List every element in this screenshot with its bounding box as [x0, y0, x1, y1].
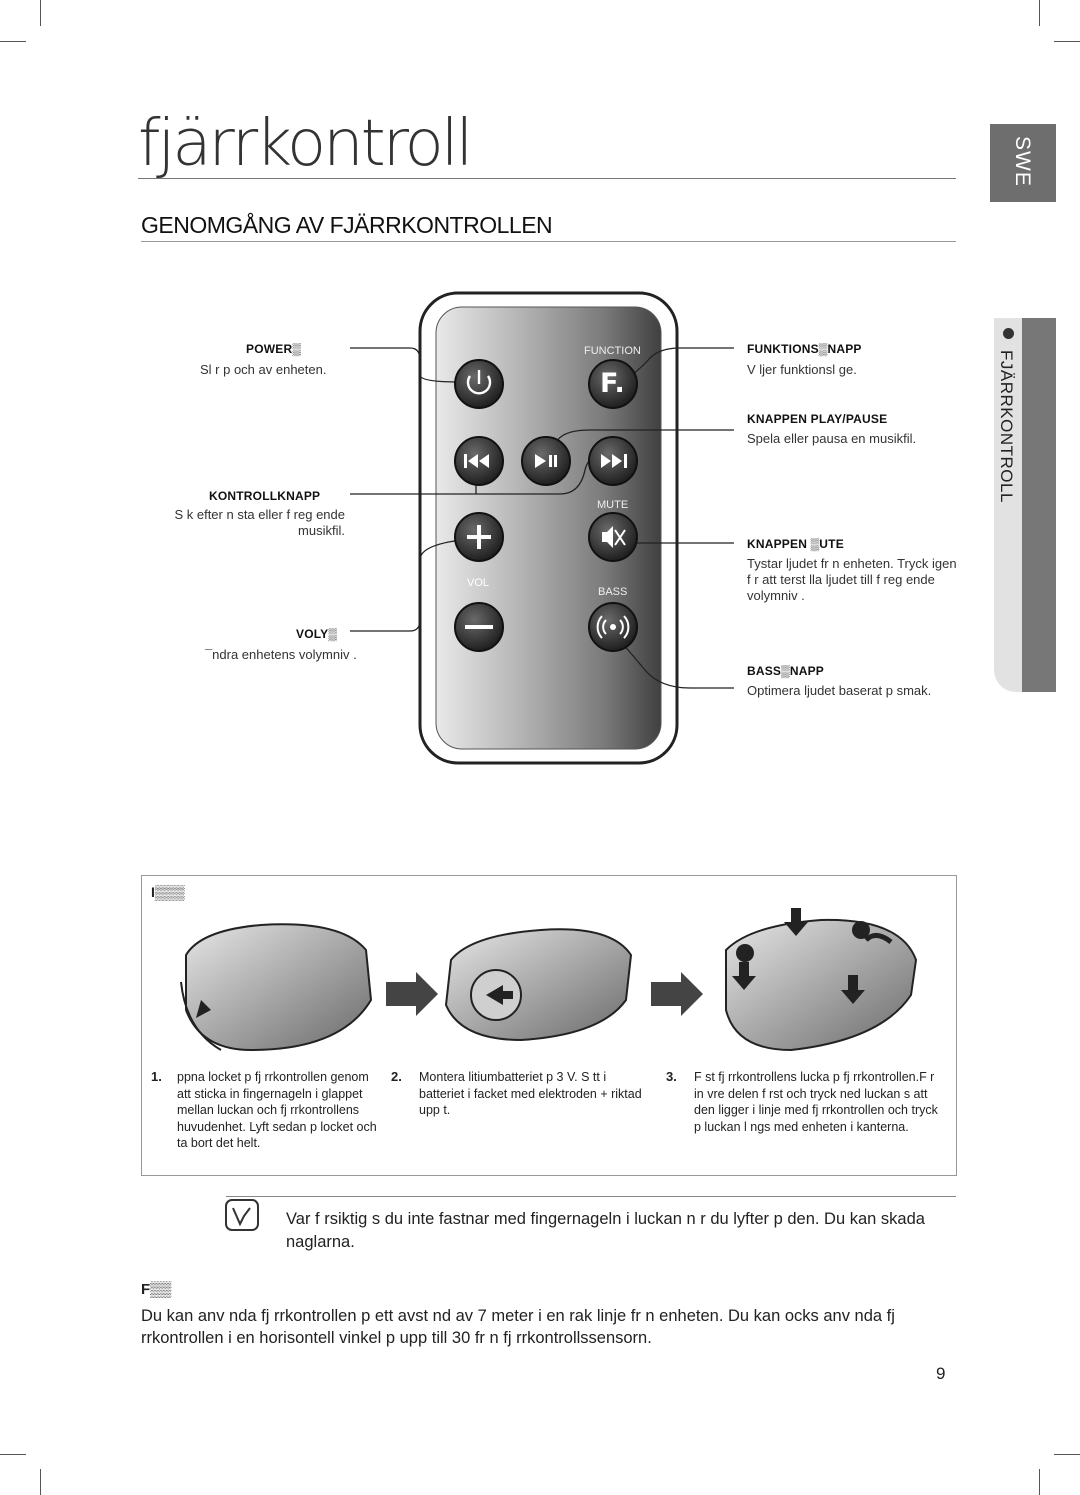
bass-callout-heading: BASS▒NAPP	[747, 664, 824, 678]
battery-install-box	[141, 875, 957, 1176]
arrow-right-icon	[386, 972, 438, 1016]
power-callout-heading: POWER▒	[246, 342, 302, 356]
battery-step2-image	[444, 928, 633, 1042]
battery-step1-image	[180, 923, 373, 1052]
mute-callout-text: Tystar ljudet fr n enheten. Tryck igen f…	[747, 556, 957, 603]
previous-button[interactable]	[454, 436, 504, 486]
crop-mark	[0, 41, 26, 42]
language-tab: SWE	[990, 124, 1056, 202]
arrow-right-icon	[651, 972, 703, 1016]
title-divider	[138, 178, 956, 179]
page-title: fjärrkontroll	[138, 107, 473, 181]
mute-callout-heading: KNAPPEN ▒UTE	[747, 537, 844, 551]
volume-down-button[interactable]	[454, 602, 504, 652]
chapter-tab-label: FJÄRRKONTROLL	[997, 350, 1016, 503]
function-button-glyph: F.	[600, 368, 625, 399]
bass-button[interactable]	[588, 602, 638, 652]
battery-step-2-number: 2.	[391, 1069, 402, 1084]
remote-function-label: FUNCTION	[584, 345, 641, 357]
page-number: 9	[936, 1364, 946, 1383]
range-heading: F▒▒	[141, 1281, 172, 1298]
playpause-callout-text: Spela eller pausa en musikfil.	[747, 431, 917, 446]
bass-callout-text: Optimera ljudet baserat p smak.	[747, 683, 932, 698]
battery-illustration	[180, 908, 918, 1052]
language-tab-label: SWE	[1011, 136, 1034, 187]
control-callout-text: S k efter n sta eller f reg ende musikfi…	[174, 507, 345, 538]
battery-step-1-number: 1.	[151, 1069, 162, 1084]
section-divider	[141, 241, 956, 242]
battery-step-1-text: ppna locket p fj rrkontrollen genom att …	[177, 1070, 377, 1150]
battery-step-3-number: 3.	[666, 1069, 677, 1084]
remote-vol-label: VOL	[467, 577, 490, 589]
function-callout-heading: FUNKTIONS▒NAPP	[747, 342, 862, 356]
crop-mark	[1054, 41, 1080, 42]
remote-mute-label: MUTE	[597, 499, 629, 511]
crop-mark	[1054, 1454, 1080, 1455]
power-button[interactable]	[454, 359, 504, 409]
crop-mark	[1039, 1469, 1040, 1495]
next-button[interactable]	[588, 436, 638, 486]
control-callout-heading: KONTROLLKNAPP	[209, 489, 321, 503]
remote-bass-label: BASS	[598, 586, 628, 598]
volume-up-button[interactable]	[454, 512, 504, 562]
chapter-tab-strip	[1022, 318, 1056, 692]
crop-mark	[40, 1469, 41, 1495]
power-callout-text: Sl r p och av enheten.	[200, 362, 327, 377]
function-button[interactable]	[588, 359, 638, 409]
section-heading: GENOMGÅNG AV FJÄRRKONTROLLEN	[141, 212, 553, 238]
note-text: Var f rsiktig s du inte fastnar med fing…	[286, 1210, 925, 1251]
battery-step-2-text: Montera litiumbatteriet p 3 V. S tt i ba…	[419, 1070, 642, 1117]
crop-mark	[1039, 0, 1040, 26]
mute-button[interactable]	[588, 512, 638, 562]
battery-step3-image	[725, 908, 918, 1052]
volume-callout-text: ¯ndra enhetens volymniv .	[205, 647, 357, 662]
playpause-callout-heading: KNAPPEN PLAY/PAUSE	[747, 412, 888, 426]
crop-mark	[0, 1454, 26, 1455]
note-divider	[226, 1196, 956, 1197]
bullet-icon	[1003, 328, 1014, 339]
remote-illustration	[350, 291, 734, 765]
note-icon	[225, 1199, 259, 1231]
battery-heading: I▒▒▒	[151, 884, 185, 900]
range-text: Du kan anv nda fj rrkontrollen p ett avs…	[141, 1307, 895, 1347]
crop-mark	[40, 0, 41, 26]
function-callout-text: V ljer funktionsl ge.	[747, 362, 857, 377]
volume-callout-heading: VOLY▒	[296, 627, 338, 641]
battery-step-3-text: F st fj rrkontrollens lucka p fj rrkontr…	[694, 1070, 938, 1134]
play-pause-button[interactable]	[521, 436, 571, 486]
